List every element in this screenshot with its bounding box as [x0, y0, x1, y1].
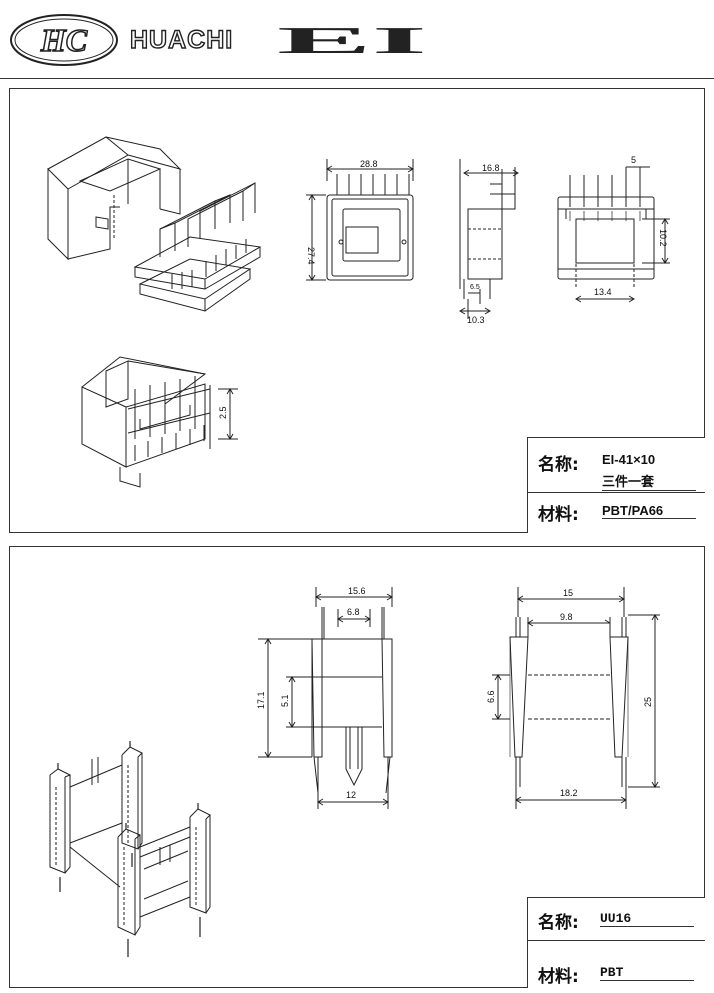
dim-side-mid: 6.6 — [486, 690, 496, 703]
header: HC HUACHI EI — [0, 0, 714, 80]
series-text: EI — [277, 22, 427, 58]
name-value: EI-41×10 — [602, 452, 656, 467]
panel-uu16: 15.6 6.8 17.1 5.1 12 — [9, 546, 705, 988]
dim-front-height: 17.1 — [256, 691, 266, 709]
material-label: 材料: — [538, 967, 579, 987]
brand-name: HUACHI — [129, 25, 234, 54]
ei-bobbin-3d — [133, 182, 262, 312]
ei-back-view: 5 10.2 13.4 — [557, 155, 670, 303]
title-divider — [528, 492, 705, 493]
dim-side-top: 15 — [563, 588, 573, 598]
dim-front-inner: 6.8 — [347, 607, 360, 617]
dim-side-bottom: 18.2 — [560, 788, 578, 798]
uu16-drawings: 15.6 6.8 17.1 5.1 12 — [49, 586, 660, 957]
ei-assembled-3d — [81, 356, 211, 488]
logo-text: HC — [40, 22, 88, 58]
dim-side-width: 16.8 — [482, 163, 500, 173]
dim-back-top: 5 — [631, 155, 636, 165]
dim-pitch: 2.5 — [218, 406, 228, 419]
header-rule — [0, 78, 714, 79]
uu16-front-view: 15.6 6.8 17.1 5.1 12 — [256, 586, 393, 809]
dim-back-height: 10.2 — [658, 229, 668, 247]
material-value: PBT/PA66 — [602, 503, 696, 519]
ei-side-view: 16.8 6.5 10.3 — [459, 159, 519, 325]
dim-front-top: 15.6 — [348, 586, 366, 596]
ei-drawings: 2.5 28.8 27.4 — [47, 136, 670, 488]
dim-back-bottom: 13.4 — [594, 287, 612, 297]
dim-front-mid: 5.1 — [280, 694, 290, 707]
name-label: 名称: — [538, 913, 579, 933]
dim-side-small: 6.5 — [470, 284, 480, 291]
dim-width: 28.8 — [360, 159, 378, 169]
title-block: 名称: UU16 材料: PBT — [527, 897, 705, 988]
uu16-side-view: 15 9.8 6.6 25 18.2 — [486, 587, 660, 809]
name-value: UU16 — [600, 911, 694, 927]
ei-cover-3d — [47, 136, 182, 261]
hc-logo: HC — [10, 14, 118, 66]
name-value-2: 三件一套 — [602, 471, 696, 491]
dim-height: 27.4 — [306, 247, 316, 265]
material-label: 材料: — [538, 505, 579, 525]
dim-front-bottom: 12 — [346, 790, 356, 800]
material-value: PBT — [600, 965, 694, 981]
pitch-dimension: 2.5 — [218, 388, 238, 440]
title-divider — [528, 940, 705, 941]
panel-ei-41x10: 2.5 28.8 27.4 — [9, 88, 705, 533]
dim-side-height: 25 — [643, 697, 653, 707]
name-label: 名称: — [538, 455, 579, 475]
dim-side-bottom: 10.3 — [467, 315, 485, 325]
uu16-iso-3d — [49, 741, 211, 957]
series-title: EI — [277, 22, 427, 58]
ei-front-view: 28.8 27.4 — [306, 159, 414, 281]
dim-side-inner: 9.8 — [560, 612, 573, 622]
title-block: 名称: EI-41×10 三件一套 材料: PBT/PA66 — [527, 437, 705, 533]
